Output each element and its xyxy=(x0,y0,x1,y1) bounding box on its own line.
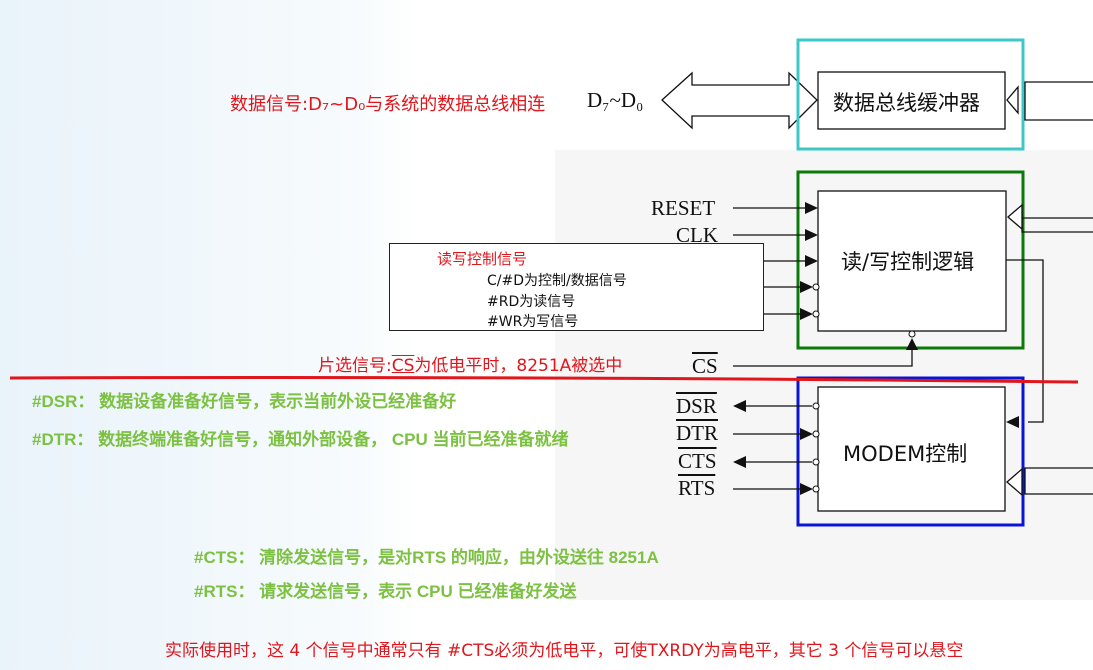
modem-label: MODEM控制 xyxy=(843,442,968,466)
dtr-arrowhead xyxy=(800,428,813,440)
modem-internal-bus-line xyxy=(1024,467,1093,495)
internal-bus-line xyxy=(1024,81,1093,121)
rw-note-cd: C/#D为控制/数据信号 xyxy=(487,273,627,289)
dsr-inversion-bubble xyxy=(812,402,820,410)
rw-note-wr: #WR为写信号 xyxy=(487,314,579,330)
rw-internal-bus-line xyxy=(1021,217,1093,233)
rw-control-note-box xyxy=(389,243,764,331)
cs-annotation-prefix: 片选信号: xyxy=(318,356,392,376)
bus-buffer-label: 数据总线缓冲器 xyxy=(833,91,980,115)
cs-annotation-suffix: 为低电平时，8251A被选中 xyxy=(414,356,623,376)
dsr-annotation: #DSR： 数据设备准备好信号，表示当前外设已经准备好 xyxy=(32,392,457,411)
bus-buffer-input-arrowhead xyxy=(1006,85,1019,115)
data-bus-arrow xyxy=(661,71,818,130)
rw-note-title: 读写控制信号 xyxy=(437,250,528,268)
cts-arrowhead xyxy=(733,456,746,468)
modem-highlight xyxy=(796,376,1025,527)
red-divider-line xyxy=(9,376,1079,384)
data-bus-signal-label: D₇~D₀ xyxy=(587,88,644,112)
wr-arrowhead xyxy=(800,308,813,320)
cs-line xyxy=(733,350,913,367)
dsr-signal-label: DSR xyxy=(676,394,717,418)
rts-signal-label: RTS xyxy=(678,476,716,500)
rts-inversion-bubble xyxy=(812,485,820,493)
bus-buffer-highlight xyxy=(796,38,1025,151)
cts-annotation: #CTS： 清除发送信号，是对RTS 的响应，由外设送往 8251A xyxy=(194,548,659,567)
cd-arrowhead xyxy=(805,255,818,267)
rw-logic-label: 读/写控制逻辑 xyxy=(841,250,975,274)
left-background-panel xyxy=(0,0,418,670)
rw-logic-block xyxy=(817,190,1007,332)
cts-signal-label: CTS xyxy=(678,449,717,473)
dtr-signal-label: DTR xyxy=(676,421,718,445)
data-signal-annotation: 数据信号:D₇~D₀与系统的数据总线相连 xyxy=(230,94,546,115)
rw-note-rd: #RD为读信号 xyxy=(487,294,576,310)
modem-block xyxy=(817,386,1006,512)
rts-annotation: #RTS： 请求发送信号，表示 CPU 已经准备好发送 xyxy=(194,582,577,601)
wr-inversion-bubble xyxy=(812,310,820,318)
cs-annotation-word: CS xyxy=(391,356,415,376)
bus-buffer-block xyxy=(817,71,1006,130)
cs-signal-label: CS xyxy=(692,354,718,378)
cs-annotation: 片选信号:CS为低电平时，8251A被选中 xyxy=(318,351,622,376)
control-line-arrowhead xyxy=(1006,416,1019,428)
footer-note: 实际使用时，这 4 个信号中通常只有 #CTS必须为低电平，可使TXRDY为高电… xyxy=(165,641,964,661)
rts-arrowhead xyxy=(800,483,813,495)
rw-input-arrowhead xyxy=(1007,203,1023,231)
rd-inversion-bubble xyxy=(812,283,820,291)
reset-signal-label: RESET xyxy=(651,196,716,220)
dtr-annotation: #DTR： 数据终端准备好信号，通知外部设备， CPU 当前已经准备就绪 xyxy=(32,430,569,449)
control-line xyxy=(1006,259,1044,423)
cs-arrowhead xyxy=(906,338,918,350)
rd-arrowhead xyxy=(800,281,813,293)
clk-arrowhead xyxy=(805,229,818,241)
dsr-arrowhead xyxy=(733,400,746,412)
reset-arrowhead xyxy=(805,202,818,214)
dtr-inversion-bubble xyxy=(812,430,820,438)
modem-input-arrowhead xyxy=(1006,467,1023,497)
cs-inversion-bubble xyxy=(908,330,916,338)
cts-inversion-bubble xyxy=(812,458,820,466)
